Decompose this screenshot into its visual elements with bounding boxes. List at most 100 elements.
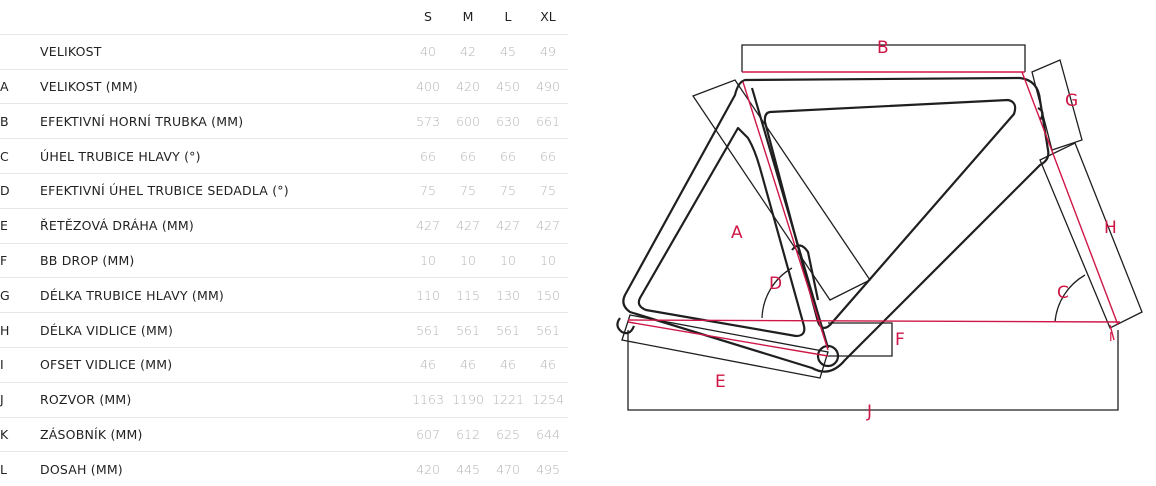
row-value-xl: 66 (540, 148, 556, 164)
row-value-m: 10 (460, 252, 476, 268)
row-value-xl: 561 (536, 322, 560, 338)
fork-bracket (1039, 142, 1143, 329)
row-value-m: 1190 (452, 392, 484, 408)
label-a: A (731, 223, 743, 243)
row-label: OFSET VIDLICE (MM) (40, 357, 173, 373)
label-b: B (877, 38, 889, 58)
row-label: ROZVOR (MM) (40, 392, 132, 408)
frame-geometry-diagram: B A G H C D F E J I (600, 0, 1156, 470)
header-code-cell (0, 0, 40, 35)
label-c: C (1057, 283, 1069, 303)
bb-drop-bracket (828, 322, 893, 357)
row-value-s: 46 (420, 357, 436, 373)
row-code: K (0, 426, 9, 442)
label-f: F (895, 330, 905, 350)
row-label: BB DROP (MM) (40, 252, 135, 268)
row-value-xl: 150 (536, 287, 560, 303)
seat-tube-line (750, 87, 830, 349)
row-label: EFEKTIVNÍ ÚHEL TRUBICE SEDADLA (°) (40, 183, 289, 199)
row-value-s: 400 (416, 78, 440, 94)
row-value-l: 427 (496, 218, 520, 234)
row-code: E (0, 218, 8, 234)
label-g: G (1065, 91, 1078, 111)
header-size-l: L (488, 0, 528, 35)
row-value-s: 607 (416, 426, 440, 442)
header-label-cell (40, 0, 408, 35)
row-value-m: 420 (456, 78, 480, 94)
table-header-row: S M L XL (0, 0, 568, 35)
top-tube-bracket (741, 44, 1026, 72)
cable-port (1037, 107, 1044, 121)
seat-angle-arc (761, 267, 793, 319)
chainstay-measure-line (627, 321, 829, 357)
label-i: I (1109, 330, 1113, 344)
row-code: C (0, 148, 9, 164)
measurement-lines (627, 71, 1121, 357)
rear-triangle-inner (637, 126, 806, 338)
row-label: VELIKOST (40, 44, 102, 60)
row-value-xl: 49 (540, 44, 556, 60)
head-angle-arc (1054, 274, 1086, 323)
row-value-l: 470 (496, 461, 520, 477)
row-label: DÉLKA TRUBICE HLAVY (MM) (40, 287, 225, 303)
row-code: D (0, 183, 10, 199)
row-value-xl: 1254 (532, 392, 564, 408)
row-label: VELIKOST (MM) (40, 78, 138, 94)
header-size-m: M (448, 0, 488, 35)
row-value-l: 561 (496, 322, 520, 338)
row-code: A (0, 78, 9, 94)
row-code: I (0, 357, 4, 373)
row-value-m: 612 (456, 426, 480, 442)
row-value-l: 66 (500, 148, 516, 164)
header-size-s: S (408, 0, 448, 35)
row-value-xl: 75 (540, 183, 556, 199)
row-value-m: 75 (460, 183, 476, 199)
row-value-l: 75 (500, 183, 516, 199)
row-label: DOSAH (MM) (40, 461, 123, 477)
row-value-s: 420 (416, 461, 440, 477)
chainstay-bracket (621, 314, 829, 379)
row-value-s: 1163 (412, 392, 444, 408)
row-label: ÚHEL TRUBICE HLAVY (°) (40, 148, 201, 164)
row-value-l: 46 (500, 357, 516, 373)
row-value-xl: 10 (540, 252, 556, 268)
row-value-m: 561 (456, 322, 480, 338)
row-code: B (0, 113, 9, 129)
row-value-l: 130 (496, 287, 520, 303)
wheel-axle-line (627, 319, 1121, 323)
row-value-l: 630 (496, 113, 520, 129)
label-e: E (715, 372, 726, 392)
row-value-s: 75 (420, 183, 436, 199)
row-code: H (0, 322, 10, 338)
row-value-s: 40 (420, 44, 436, 60)
row-value-xl: 427 (536, 218, 560, 234)
row-value-s: 66 (420, 148, 436, 164)
head-tube-bracket (1031, 59, 1083, 151)
row-label: DÉLKA VIDLICE (MM) (40, 322, 174, 338)
row-value-m: 115 (456, 287, 480, 303)
wheelbase-bracket (627, 330, 1119, 411)
row-value-xl: 495 (536, 461, 560, 477)
bike-frame (616, 76, 1050, 373)
main-triangle-inner (763, 98, 1017, 329)
row-value-l: 45 (500, 44, 516, 60)
row-value-l: 10 (500, 252, 516, 268)
row-code: L (0, 461, 7, 477)
row-value-m: 46 (460, 357, 476, 373)
row-value-l: 450 (496, 78, 520, 94)
seat-tube-measure-line (742, 81, 829, 351)
table-row: D EFEKTIVNÍ ÚHEL TRUBICE SEDADLA (°) 75 75 7… (0, 173, 568, 209)
rear-dropout (616, 317, 636, 335)
row-code: J (0, 392, 4, 408)
frame-outline (622, 76, 1050, 373)
